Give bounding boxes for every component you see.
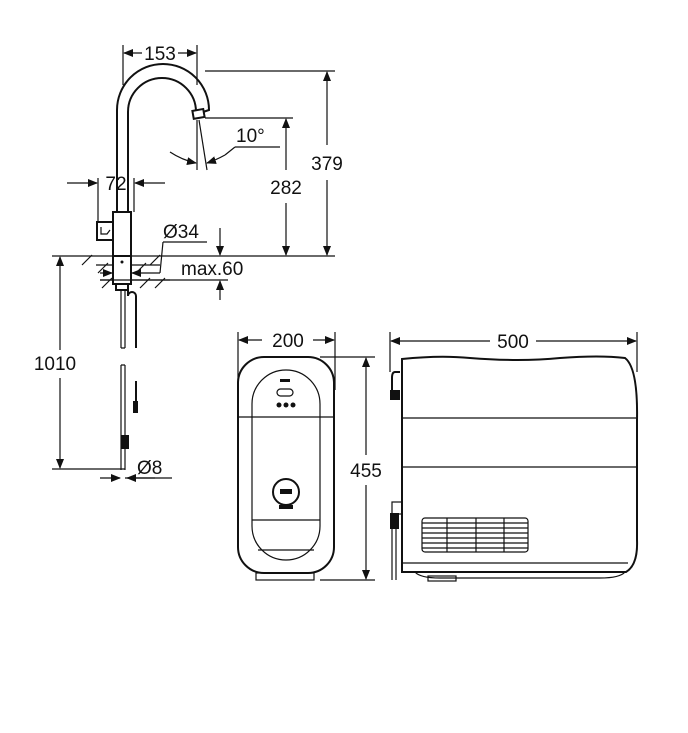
unit-front-view	[237, 356, 335, 581]
dim-unit-depth: 500	[497, 332, 529, 353]
unit-side-dimensions: 500	[389, 332, 638, 372]
dim-spout-height: 282	[270, 178, 302, 199]
dim-base-diameter: Ø34	[163, 222, 199, 243]
dim-hose-length: 1010	[34, 354, 76, 375]
dim-total-height: 379	[311, 154, 343, 175]
dim-hose-diameter: Ø8	[137, 458, 162, 479]
unit-side-view	[390, 355, 639, 582]
dim-base-width: 72	[105, 174, 126, 195]
dim-unit-height: 455	[350, 461, 382, 482]
vent-grille	[421, 517, 529, 553]
dim-reach: 153	[144, 44, 176, 65]
unit-front-dimensions: 200 455	[237, 331, 382, 581]
dim-countertop-thickness: max.60	[181, 259, 243, 280]
dim-unit-width: 200	[272, 331, 304, 352]
dim-swivel-angle: 10°	[236, 126, 265, 147]
faucet-dimensions: 153 379 282 10° 72 Ø34 max.60 1010	[34, 44, 343, 482]
